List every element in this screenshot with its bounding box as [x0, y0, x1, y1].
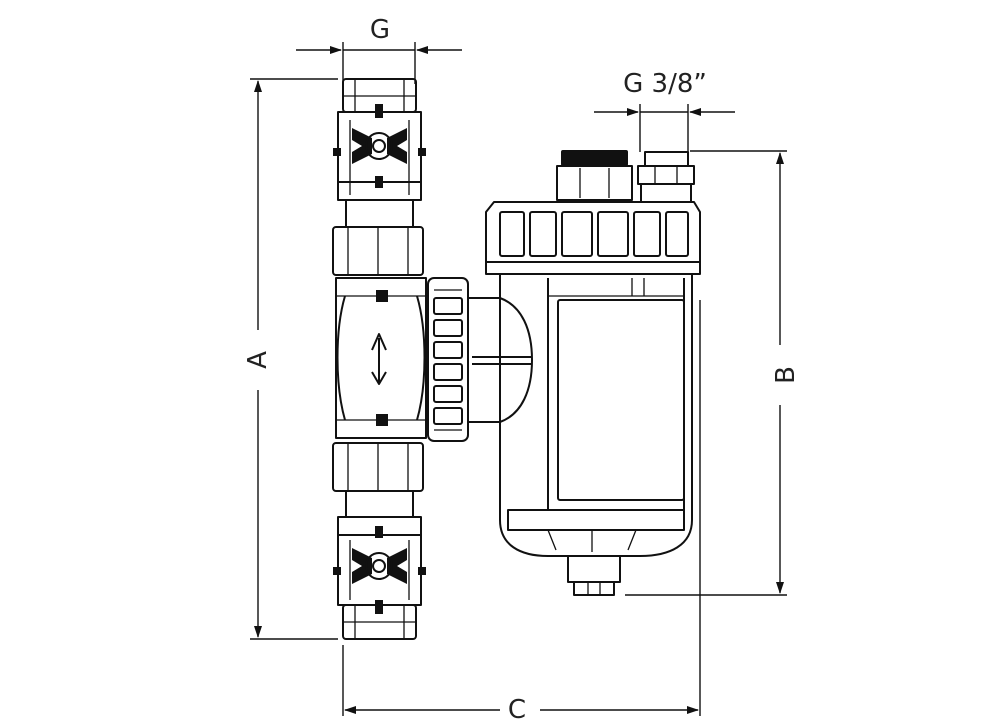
label-b: B — [771, 366, 801, 384]
valve-handle-icon — [352, 128, 372, 164]
dimension-g: G — [296, 15, 462, 84]
label-c: C — [508, 695, 526, 721]
ring-nut — [427, 277, 469, 442]
label-a: A — [243, 351, 273, 369]
tee-body — [335, 277, 427, 439]
valve-handle-icon — [352, 548, 372, 584]
dimension-g38: G 3/8” — [594, 69, 735, 152]
dimension-b: B — [625, 150, 801, 596]
label-g38: G 3/8” — [623, 69, 707, 99]
bottom-ball-valve — [333, 516, 426, 640]
dimension-a: A — [243, 78, 338, 640]
label-g: G — [370, 15, 390, 45]
filter-body — [485, 150, 701, 596]
bottom-union-nut — [332, 442, 424, 492]
side-port — [467, 297, 533, 423]
top-union-nut — [332, 226, 424, 276]
flow-arrow-icon — [371, 333, 387, 385]
dimension-c: C — [342, 300, 701, 721]
top-ball-valve — [333, 78, 426, 201]
